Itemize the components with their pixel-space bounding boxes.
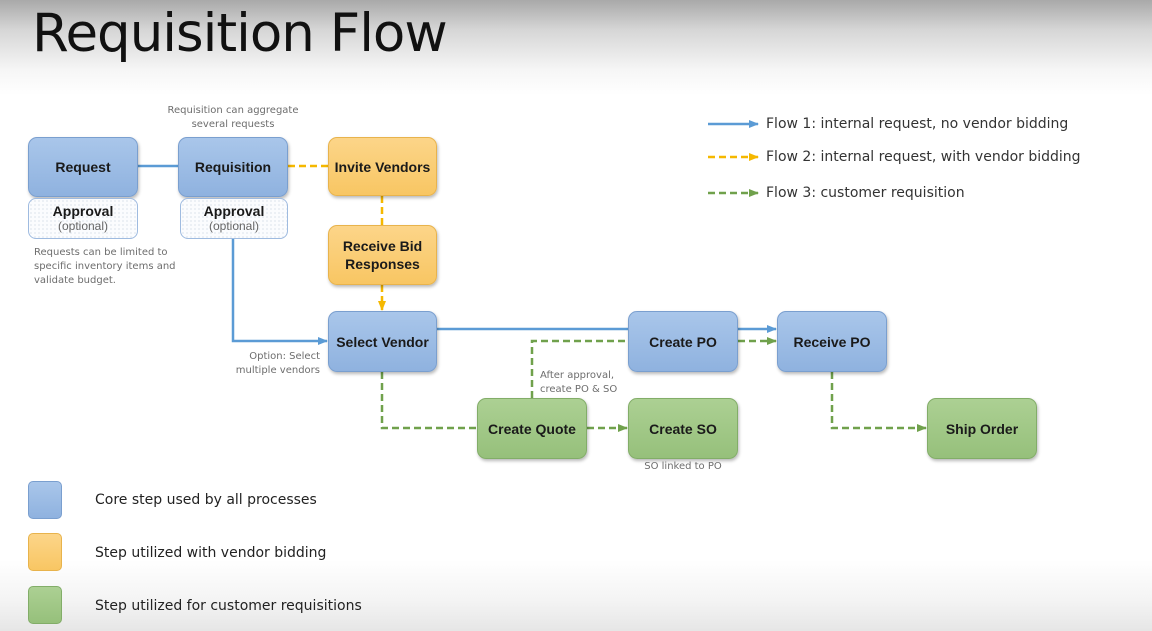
approval-request[interactable]: Approval (optional) <box>28 198 138 239</box>
link-receive-po-ship-order <box>830 372 927 432</box>
note-after-approval: After approval, create PO & SO <box>540 369 640 397</box>
node-create-po[interactable]: Create PO <box>628 311 738 372</box>
node-receive-bid-label-line2: Responses <box>345 256 420 272</box>
approval-requisition[interactable]: Approval (optional) <box>180 198 288 239</box>
note-requests-limited: Requests can be limited to specific inve… <box>34 246 184 288</box>
node-create-quote-label: Create Quote <box>488 420 576 437</box>
note-line: several requests <box>191 119 275 130</box>
node-create-quote[interactable]: Create Quote <box>477 398 587 459</box>
approval-title: Approval <box>52 203 114 219</box>
node-invite-vendors-label: Invite Vendors <box>334 158 431 175</box>
note-line: validate budget. <box>34 275 116 286</box>
legend-flow2-label: Flow 2: internal request, with vendor bi… <box>766 149 1081 165</box>
key-swatch-customer <box>28 586 62 624</box>
legend-flow1-label: Flow 1: internal request, no vendor bidd… <box>766 116 1069 132</box>
key-label-core: Core step used by all processes <box>95 492 317 508</box>
approval-subtitle: (optional) <box>57 219 109 233</box>
key-swatch-vendor-bidding <box>28 533 62 571</box>
note-multiple-vendors: Option: Select multiple vendors <box>220 350 320 378</box>
node-request-label: Request <box>55 159 111 175</box>
approval-subtitle: (optional) <box>208 219 260 233</box>
node-create-po-label: Create PO <box>649 333 717 350</box>
node-ship-order-label: Ship Order <box>945 420 1019 437</box>
note-line: Requests can be limited to <box>34 247 168 258</box>
page-title: Requisition Flow <box>32 3 448 64</box>
node-requisition-label: Requisition <box>194 159 272 175</box>
note-so-linked: SO linked to PO <box>644 461 722 472</box>
node-select-vendor[interactable]: Select Vendor <box>328 311 437 372</box>
note-requisition-aggregate: Requisition can aggregate several reques… <box>163 104 303 132</box>
node-receive-po[interactable]: Receive PO <box>777 311 887 372</box>
note-line: Option: Select <box>249 351 320 362</box>
approval-title: Approval <box>203 203 265 219</box>
note-line: After approval, <box>540 370 615 381</box>
node-select-vendor-label: Select Vendor <box>336 333 429 350</box>
key-swatch-core <box>28 481 62 519</box>
node-request[interactable]: Request <box>28 137 138 197</box>
node-ship-order[interactable]: Ship Order <box>927 398 1037 459</box>
note-line: Requisition can aggregate <box>167 105 299 116</box>
node-requisition[interactable]: Requisition <box>178 137 288 197</box>
node-receive-bid-label-line1: Receive Bid <box>342 238 423 254</box>
note-line: specific inventory items and <box>34 261 176 272</box>
node-create-so-label: Create SO <box>649 420 717 437</box>
node-create-so[interactable]: Create SO <box>628 398 738 459</box>
key-label-customer: Step utilized for customer requisitions <box>95 598 362 614</box>
node-receive-po-label: Receive PO <box>793 333 871 350</box>
link-select-vendor-create-quote <box>380 372 478 430</box>
node-receive-bid-responses[interactable]: Receive Bid Responses <box>328 225 437 285</box>
link-requisition-select-vendor <box>231 238 328 345</box>
legend-flow3-label: Flow 3: customer requisition <box>766 185 965 201</box>
note-line: multiple vendors <box>235 365 320 376</box>
link-create-quote-create-po <box>530 339 629 398</box>
key-label-vendor-bidding: Step utilized with vendor bidding <box>95 545 327 561</box>
node-invite-vendors[interactable]: Invite Vendors <box>328 137 437 196</box>
note-line: create PO & SO <box>540 384 618 395</box>
